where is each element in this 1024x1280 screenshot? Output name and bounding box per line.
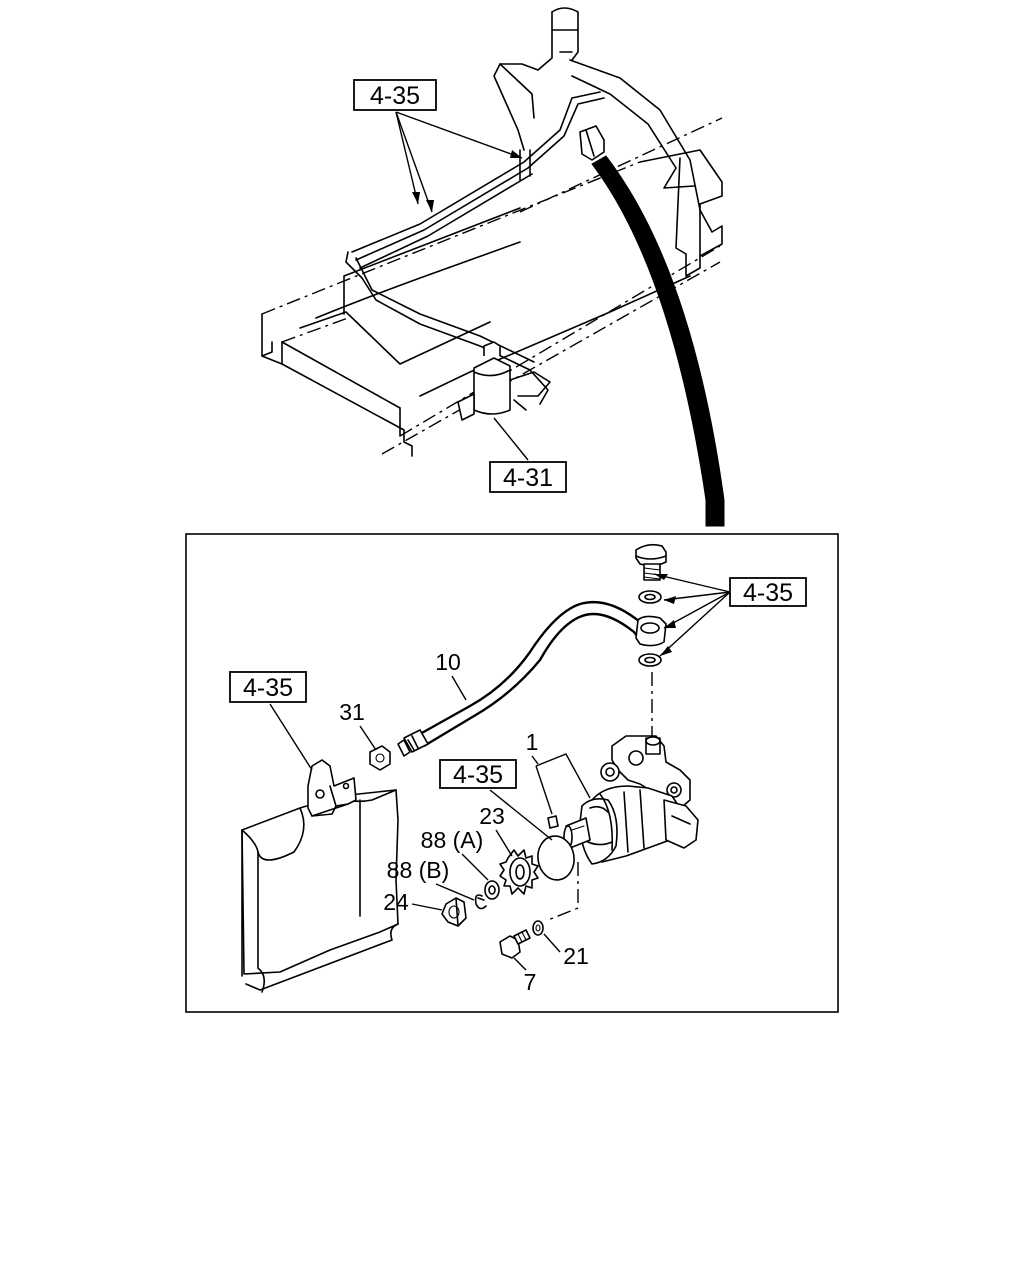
spring-washer-88b — [474, 894, 487, 910]
label-part-31: 31 — [339, 699, 377, 751]
svg-text:4-31: 4-31 — [503, 464, 553, 492]
callout-ref-detail-right: 4-35 — [653, 573, 807, 657]
svg-text:23: 23 — [479, 803, 505, 829]
detail-frame-rail — [241, 789, 399, 993]
svg-text:31: 31 — [339, 699, 365, 725]
label-part-88b: 88 (B) — [387, 857, 475, 901]
callout-ref-top-lines: 4-35 — [353, 79, 523, 213]
fuel-pipe-10 — [397, 600, 647, 757]
callout-ref-bracket: 4-35 — [229, 671, 313, 771]
detail-frame — [185, 533, 839, 1013]
o-ring — [537, 835, 575, 881]
washer-88a — [484, 880, 500, 900]
label-part-21: 21 — [543, 933, 589, 969]
washer-21 — [532, 920, 544, 936]
label-part-24: 24 — [383, 889, 443, 915]
svg-text:4-35: 4-35 — [243, 674, 293, 702]
svg-text:88 (A): 88 (A) — [421, 827, 484, 853]
svg-text:4-35: 4-35 — [370, 82, 420, 110]
banjo-bolt-assembly — [635, 543, 667, 736]
callout-ref-oring: 4-35 — [439, 759, 553, 841]
fuel-feed-pump — [547, 735, 699, 921]
drive-gear-23 — [499, 849, 539, 895]
svg-text:4-35: 4-35 — [453, 761, 503, 789]
bracket — [307, 759, 357, 817]
svg-text:21: 21 — [563, 943, 589, 969]
svg-text:1: 1 — [526, 729, 539, 755]
svg-text:4-35: 4-35 — [743, 579, 793, 607]
bolt-7 — [499, 929, 531, 959]
label-part-1: 1 — [526, 729, 591, 815]
detail-connector-curve — [591, 155, 725, 527]
nut-31 — [369, 745, 391, 771]
svg-text:10: 10 — [435, 649, 461, 675]
svg-text:88 (B): 88 (B) — [387, 857, 450, 883]
label-part-10: 10 — [435, 649, 467, 701]
label-part-7: 7 — [513, 957, 537, 995]
nut-24 — [441, 897, 467, 927]
chassis-frame-assembly — [261, 7, 723, 457]
svg-text:7: 7 — [524, 969, 537, 995]
label-part-88a: 88 (A) — [421, 827, 489, 881]
callout-ref-filter: 4-31 — [489, 417, 567, 493]
svg-text:24: 24 — [383, 889, 409, 915]
label-part-23: 23 — [479, 803, 513, 857]
